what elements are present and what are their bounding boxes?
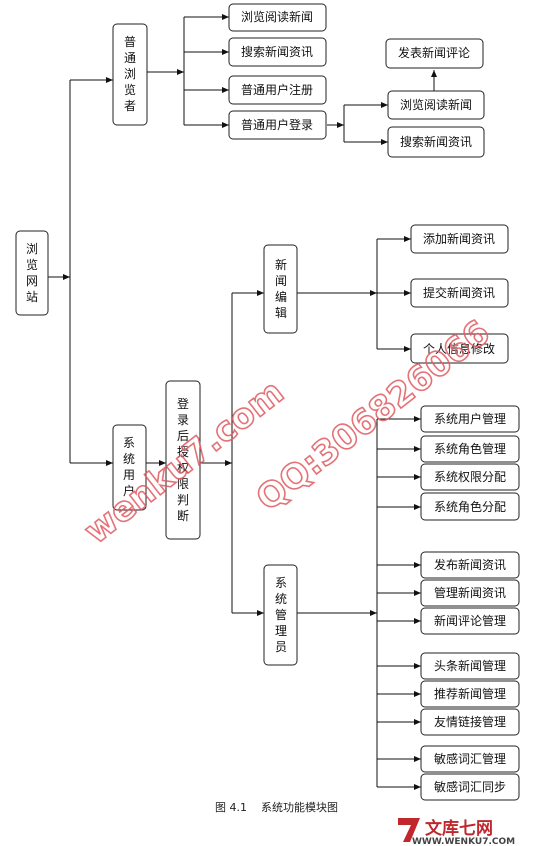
- node-add-news: 添加新闻资讯: [410, 224, 509, 254]
- node-login-auth: 登录后授权限判断: [165, 380, 201, 540]
- node-news-editor: 新闻编辑: [263, 244, 298, 334]
- admin-item: 敏感词汇管理: [420, 745, 520, 773]
- node-add-news-label: 添加新闻资讯: [423, 231, 495, 246]
- node-system-user: 系统用户: [112, 424, 147, 511]
- node-login-search-news: 搜索新闻资讯: [387, 126, 485, 158]
- node-login-browse-news: 浏览阅读新闻: [387, 90, 485, 120]
- node-root-label: 浏览网站: [26, 242, 38, 304]
- admin-item: 系统权限分配: [420, 463, 520, 491]
- admin-item: 发布新闻资讯: [420, 551, 520, 579]
- admin-item-label: 头条新闻管理: [434, 658, 506, 673]
- node-post-comment: 发表新闻评论: [385, 38, 484, 69]
- node-ordinary-browser: 普通浏览者: [112, 23, 148, 126]
- node-user-register-label: 普通用户注册: [241, 82, 313, 97]
- node-ordinary-browser-label: 普通浏览者: [124, 35, 136, 113]
- node-system-user-label: 系统用户: [123, 436, 135, 498]
- node-edit-profile-label: 个人信息修改: [423, 341, 495, 356]
- node-edit-profile: 个人信息修改: [410, 333, 509, 364]
- logo-mark-shape: [398, 818, 420, 842]
- admin-item: 头条新闻管理: [420, 652, 520, 680]
- admin-item-label: 新闻评论管理: [434, 613, 506, 628]
- admin-item: 系统用户管理: [420, 405, 520, 433]
- node-user-login-label: 普通用户登录: [241, 117, 313, 132]
- logo-url: WWW.WENKU7.COM: [412, 837, 515, 846]
- node-user-login: 普通用户登录: [228, 110, 327, 140]
- admin-item: 管理新闻资讯: [420, 579, 520, 607]
- node-news-editor-label: 新闻编辑: [275, 257, 287, 320]
- node-login-search-news-label: 搜索新闻资讯: [400, 134, 472, 149]
- node-browse-news-label: 浏览阅读新闻: [241, 9, 313, 24]
- node-search-news: 搜索新闻资讯: [228, 37, 327, 67]
- admin-item-label: 敏感词汇管理: [434, 751, 506, 766]
- node-submit-news: 提交新闻资讯: [410, 278, 509, 308]
- node-login-browse-news-label: 浏览阅读新闻: [400, 97, 472, 112]
- site-logo: 文库七网 WWW.WENKU7.COM: [398, 818, 515, 846]
- figure-caption: 图 4.1 系统功能模块图: [215, 800, 338, 814]
- admin-item-label: 推荐新闻管理: [434, 686, 506, 701]
- admin-item-label: 发布新闻资讯: [434, 557, 506, 572]
- node-user-register: 普通用户注册: [228, 75, 327, 105]
- admin-item-label: 管理新闻资讯: [434, 585, 506, 600]
- node-sys-admin-label: 系统管理员: [275, 576, 287, 654]
- node-post-comment-label: 发表新闻评论: [398, 45, 470, 60]
- admin-item: 新闻评论管理: [420, 607, 520, 635]
- admin-item: 系统角色管理: [420, 435, 520, 463]
- admin-item-label: 敏感词汇同步: [434, 779, 506, 794]
- admin-item-label: 系统权限分配: [434, 470, 506, 484]
- admin-item: 敏感词汇同步: [420, 773, 520, 801]
- node-submit-news-label: 提交新闻资讯: [423, 285, 495, 300]
- admin-item-label: 系统用户管理: [434, 411, 506, 426]
- admin-item: 友情链接管理: [420, 708, 520, 736]
- connectors: [48, 14, 437, 790]
- logo-name: 文库七网: [425, 818, 493, 839]
- admin-item-label: 系统角色分配: [434, 500, 506, 514]
- admin-item: 推荐新闻管理: [420, 680, 520, 708]
- node-login-auth-label: 登录后授权限判断: [177, 396, 189, 523]
- admin-item: 系统角色分配: [420, 492, 520, 521]
- node-browse-news: 浏览阅读新闻: [228, 3, 327, 32]
- admin-item-label: 友情链接管理: [434, 714, 506, 729]
- node-search-news-label: 搜索新闻资讯: [241, 44, 313, 59]
- admin-item-label: 系统角色管理: [434, 441, 506, 456]
- node-root: 浏览网站: [15, 230, 49, 316]
- node-sys-admin: 系统管理员: [263, 564, 298, 666]
